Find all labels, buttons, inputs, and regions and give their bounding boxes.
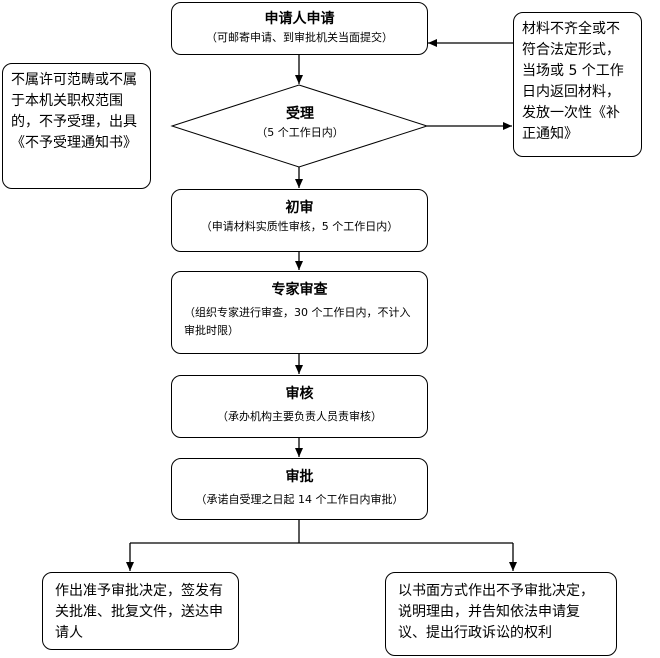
step-expert-sub: （组织专家进行审查，30 个工作日内，不计入审批时限） [184,306,411,337]
step-expert-title: 专家审查 [271,282,328,298]
step-accept-title: 受理 [286,106,314,122]
step-approve: 审批 （承诺自受理之日起 14 个工作日内审批） [171,458,428,520]
outcome-deny: 以书面方式作出不予审批决定，说明理由，并告知依法申请复议、提出行政诉讼的权利 [385,572,617,656]
step-accept: 受理 （5 个工作日内） [200,104,400,142]
step-initial-sub: （申请材料实质性审核，5 个工作日内） [200,220,399,233]
step-initial: 初审 （申请材料实质性审核，5 个工作日内） [171,189,428,252]
step-apply-title: 申请人申请 [264,11,335,27]
note-not-accepted-text: 不属许可范畴或不属于本机关职权范围的，不予受理，出具《不予受理通知书》 [11,72,137,151]
note-supplement-text: 材料不齐全或不符合法定形式，当场或 5 个工作日内返回材料，发放一次性《补正通知… [522,21,624,142]
step-review: 审核 （承办机构主要负责人员责审核） [171,375,428,438]
note-not-accepted: 不属许可范畴或不属于本机关职权范围的，不予受理，出具《不予受理通知书》 [2,63,151,189]
step-review-sub: （承办机构主要负责人员责审核） [217,410,382,423]
outcome-grant-text: 作出准予审批决定，签发有关批准、批复文件，送达申请人 [55,583,223,641]
step-initial-title: 初审 [285,200,314,216]
step-apply: 申请人申请 （可邮寄申请、到审批机关当面提交） [171,2,428,55]
step-approve-title: 审批 [285,469,314,485]
note-supplement: 材料不齐全或不符合法定形式，当场或 5 个工作日内返回材料，发放一次性《补正通知… [513,12,642,157]
step-expert: 专家审查 （组织专家进行审查，30 个工作日内，不计入审批时限） [171,271,428,354]
step-accept-sub: （5 个工作日内） [256,126,344,139]
outcome-deny-text: 以书面方式作出不予审批决定，说明理由，并告知依法申请复议、提出行政诉讼的权利 [398,583,594,641]
step-review-title: 审核 [285,386,314,402]
outcome-grant: 作出准予审批决定，签发有关批准、批复文件，送达申请人 [42,572,239,650]
step-approve-sub: （承诺自受理之日起 14 个工作日内审批） [195,493,404,506]
step-apply-sub: （可邮寄申请、到审批机关当面提交） [206,31,393,44]
